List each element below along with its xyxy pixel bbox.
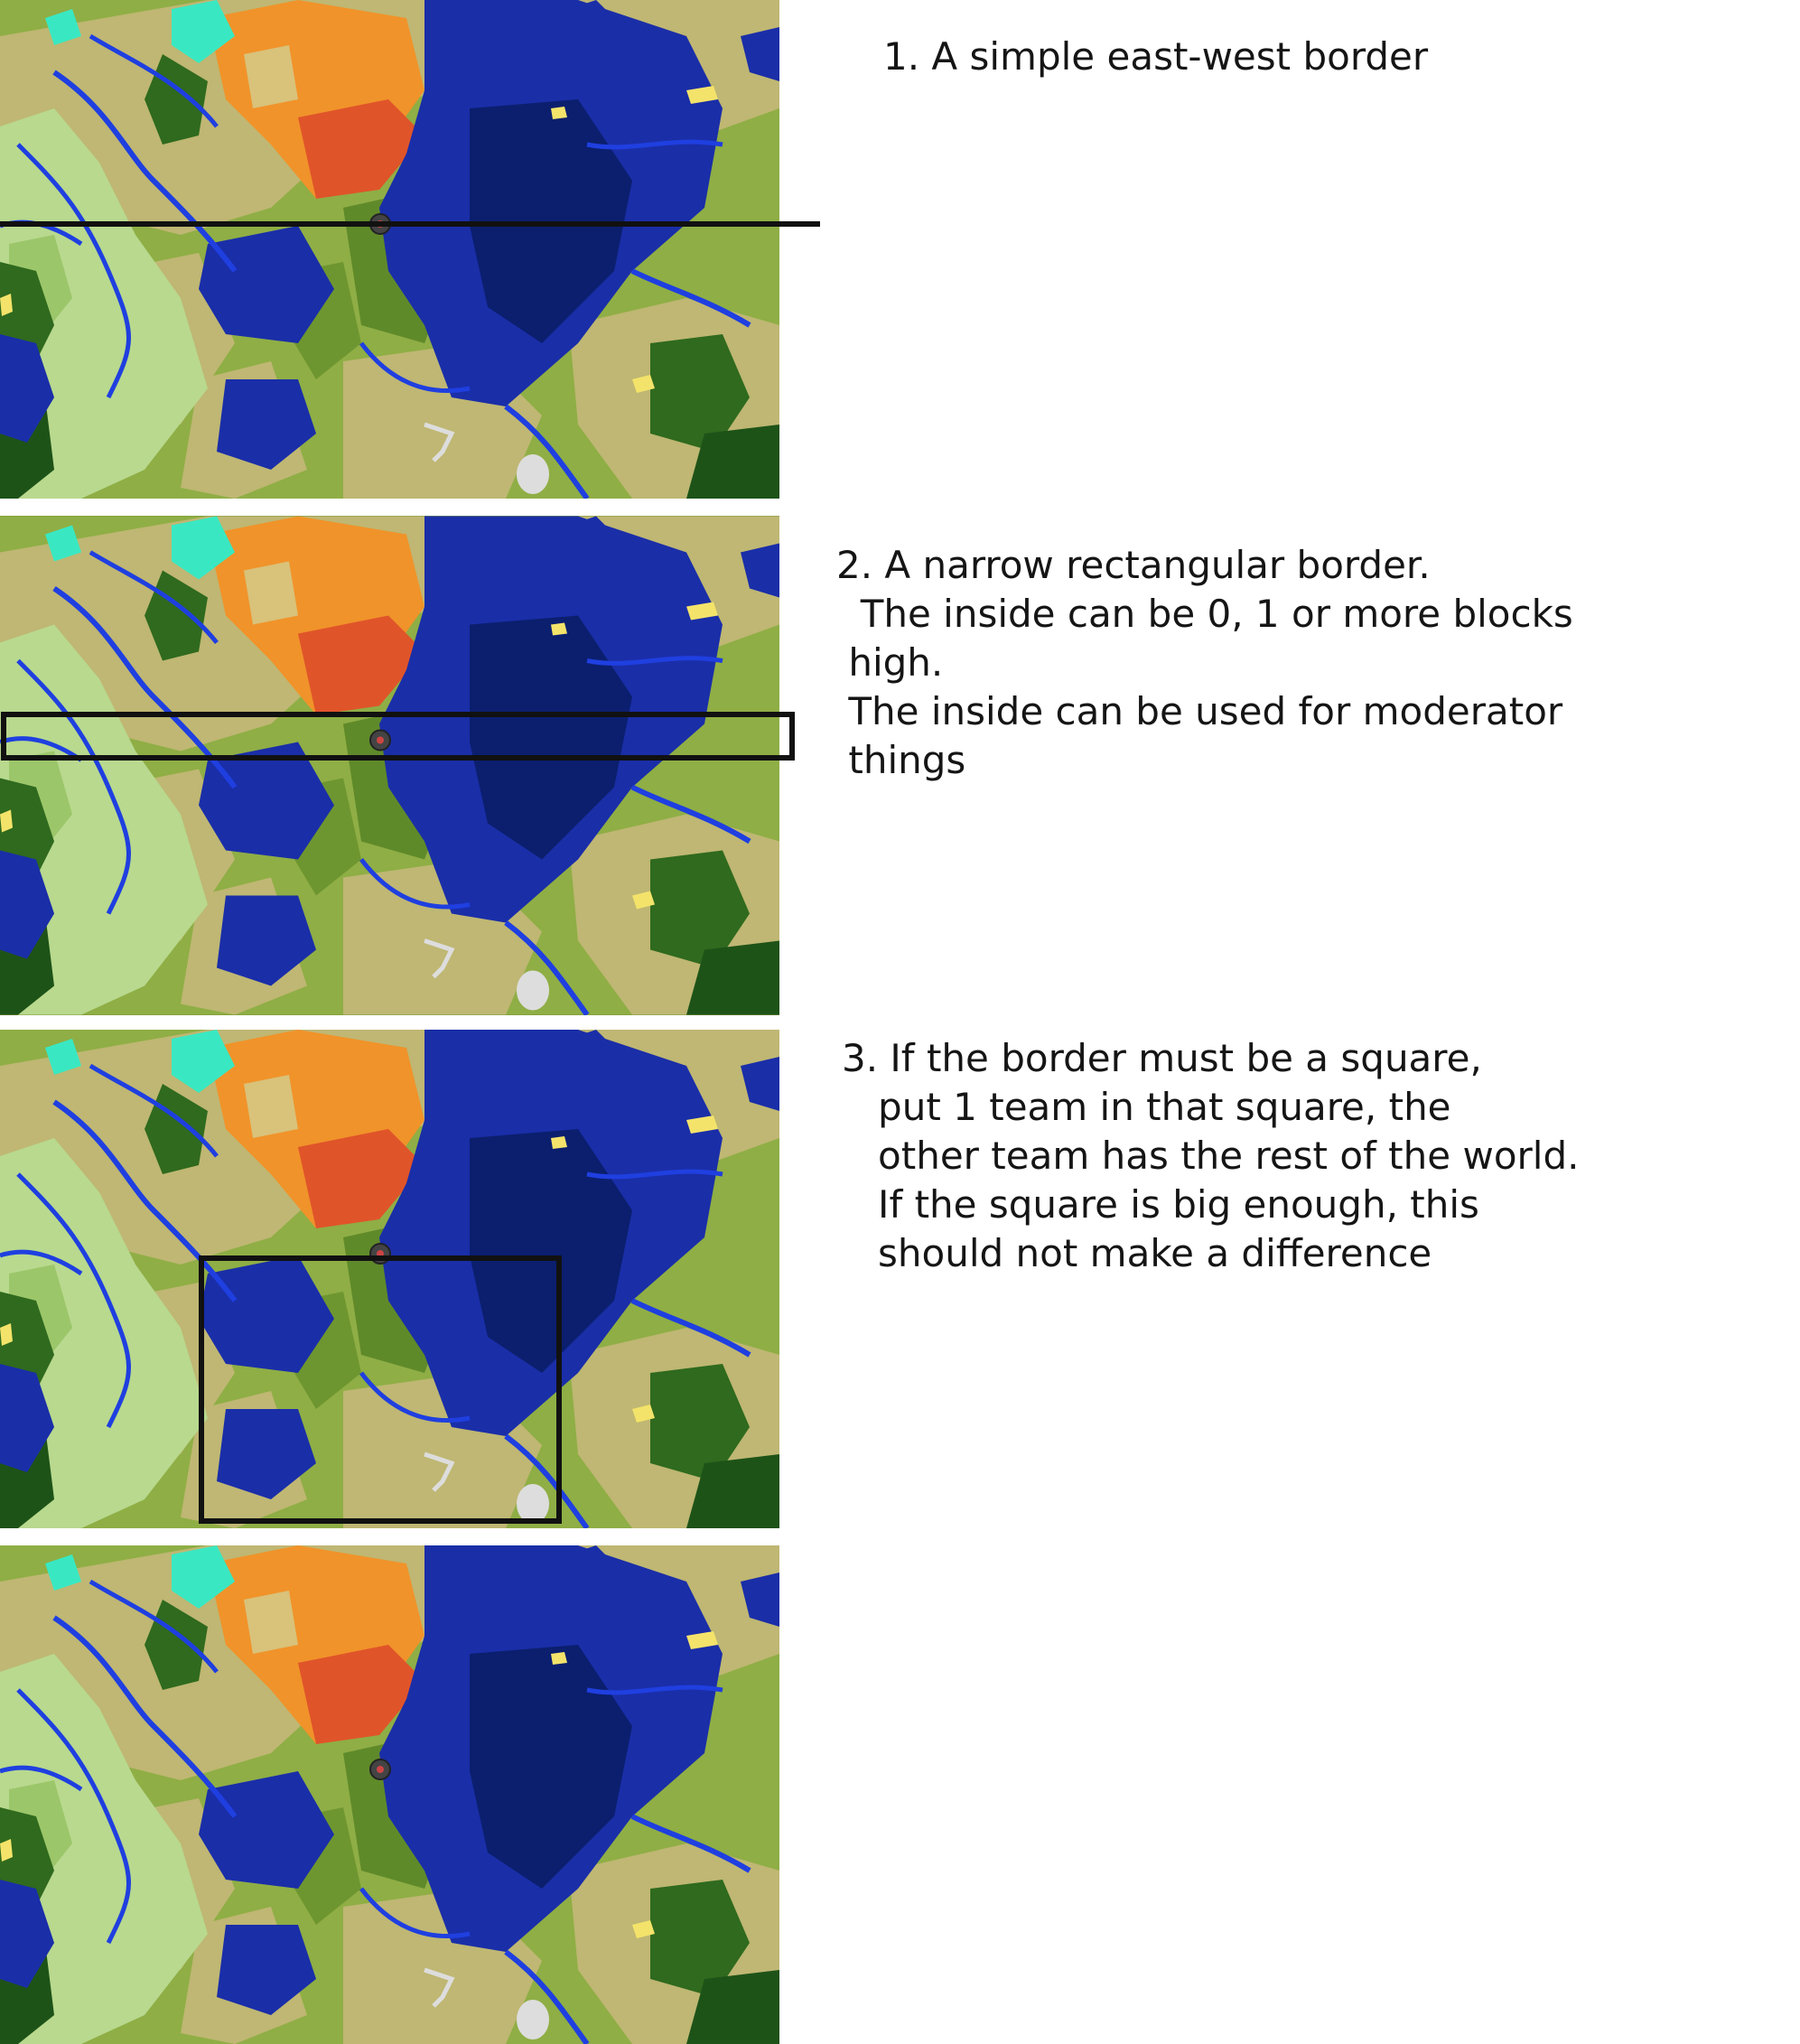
narrow-rectangular-border [1,712,795,761]
map-panel-4 [0,1545,779,2044]
caption-1: 1. A simple east-west border [883,34,1429,79]
square-border [199,1255,562,1524]
caption-2: 2. A narrow rectangular border. The insi… [836,543,1573,782]
caption-3: 3. If the border must be a square, put 1… [842,1036,1580,1275]
map-panel-3 [0,1030,779,1528]
map-panel-1 [0,0,779,499]
map-panel-2 [0,516,779,1015]
